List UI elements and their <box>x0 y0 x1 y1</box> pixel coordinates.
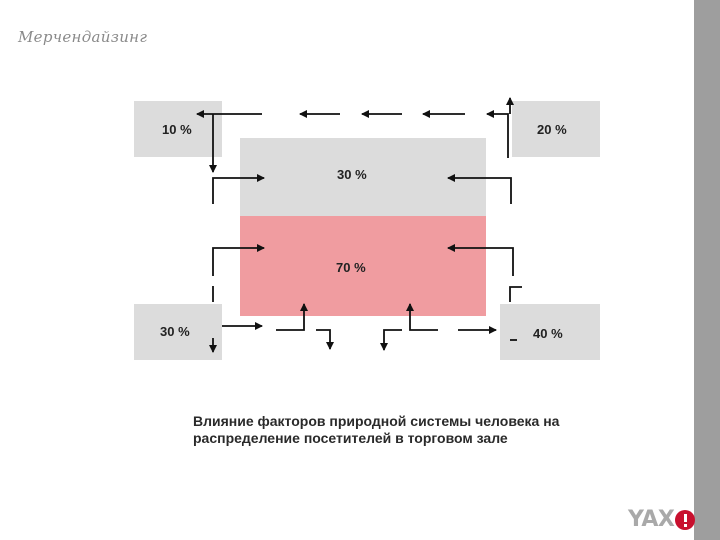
arrow <box>212 174 265 204</box>
arrow <box>509 286 522 302</box>
zone-top-right <box>512 101 600 157</box>
zone-bottom-right <box>500 304 600 360</box>
caption-line-1: Влияние факторов природной системы челов… <box>193 413 560 429</box>
yax-logo: YAX <box>628 507 696 532</box>
zone-top-right-label: 20 % <box>537 122 567 137</box>
arrow <box>380 329 402 351</box>
slide-title: Мерчендайзинг <box>18 28 148 46</box>
zone-top-left-label: 10 % <box>162 122 192 137</box>
diagram-caption: Влияние факторов природной системы челов… <box>193 413 613 447</box>
arrow <box>486 110 509 158</box>
caption-line-2: распределение посетителей в торговом зал… <box>193 430 508 446</box>
zone-center-bottom <box>240 216 486 316</box>
zone-center-bottom-label: 70 % <box>336 260 366 275</box>
zone-center-top-label: 30 % <box>337 167 367 182</box>
arrow <box>276 303 308 331</box>
arrow <box>212 244 265 276</box>
zone-bottom-right-label: 40 % <box>533 326 563 341</box>
zone-bottom-left-label: 30 % <box>160 324 190 339</box>
arrow <box>406 303 438 331</box>
logo-text: YAX <box>628 507 675 532</box>
right-sidebar-bar <box>694 0 720 540</box>
zone-top-left <box>134 101 222 157</box>
zone-bottom-left <box>134 304 222 360</box>
arrow <box>447 244 514 276</box>
exclamation-circle-icon <box>675 509 696 530</box>
zone-center-top <box>240 138 486 216</box>
arrow <box>316 329 334 350</box>
arrow <box>447 174 512 204</box>
